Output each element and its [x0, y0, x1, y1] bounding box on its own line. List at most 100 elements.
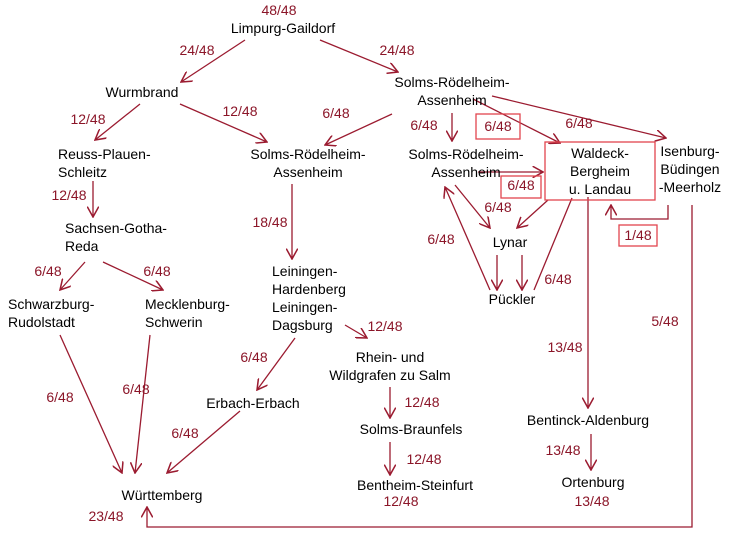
edge-arrow: [611, 205, 669, 220]
node-line: Hardenberg: [272, 281, 346, 297]
edge-label: 6/48: [122, 381, 149, 397]
edge-arrow: [325, 113, 393, 145]
node-sachsen: Sachsen-Gotha- Reda: [65, 220, 167, 254]
node-line: Büdingen: [660, 161, 719, 177]
node-solms1: Solms-Rödelheim-Assenheim: [394, 74, 509, 108]
node-pueckler: Pückler: [489, 291, 536, 307]
edge-arrow: [135, 334, 151, 473]
node-line: Solms-Braunfels: [360, 421, 463, 437]
edge-arrow: [181, 39, 246, 82]
node-line: Leiningen-: [272, 299, 338, 315]
node-line: u. Landau: [569, 181, 631, 197]
node-line: Sachsen-Gotha-: [65, 220, 167, 236]
node-solms2: Solms-Rödelheim- Assenheim: [250, 146, 365, 180]
edge-label: 12/48: [70, 111, 105, 127]
node-line: Reuss-Plauen-: [58, 146, 151, 162]
nodes: Limpurg-Gaildorf48/48WurmbrandSolms-Röde…: [8, 2, 721, 524]
edge-arrow: [257, 337, 296, 390]
edge-label: 6/48: [410, 117, 437, 133]
node-solms3: Solms-Rödelheim- Assenheim: [408, 146, 523, 180]
node-line: Bergheim: [570, 163, 630, 179]
node-line: Dagsburg: [272, 317, 333, 333]
node-erbach: Erbach-Erbach: [206, 395, 299, 411]
node-line: Solms-Rödelheim-: [394, 74, 509, 90]
edge-arrow: [102, 261, 163, 290]
node-line: Erbach-Erbach: [206, 395, 299, 411]
edge-arrow: [179, 103, 267, 142]
node-ortenburg: Ortenburg: [561, 474, 624, 490]
edge-arrow: [454, 184, 490, 228]
node-line: Rudolstadt: [8, 314, 75, 330]
edge-arrow: [147, 205, 693, 528]
node-line: Bentheim-Steinfurt: [357, 477, 473, 493]
node-line: Schwerin: [145, 314, 203, 330]
edge-label: 12/48: [367, 318, 402, 334]
edges: [59, 39, 693, 528]
node-line: Assenheim: [273, 164, 342, 180]
node-line: Lynar: [493, 234, 528, 250]
node-wuerttemberg: Württemberg: [122, 487, 203, 503]
node-line: Württemberg: [122, 487, 203, 503]
edge-label: 12/48: [404, 394, 439, 410]
node-line: Solms-Rödelheim-: [250, 146, 365, 162]
node-mecklenburg: Mecklenburg- Schwerin: [145, 296, 230, 330]
node-line: Mecklenburg-: [145, 296, 230, 312]
node-share: 12/48: [383, 493, 418, 509]
edge-label: 12/48: [406, 451, 441, 467]
edge-label: 6/48: [507, 177, 534, 193]
node-solmsbr: Solms-Braunfels: [360, 421, 463, 437]
edge-arrow: [59, 334, 122, 473]
edge-arrow: [95, 103, 141, 140]
edge-arrow: [517, 199, 549, 228]
edge-label: 18/48: [252, 214, 287, 230]
edge-label: 6/48: [322, 105, 349, 121]
edge-label: 6/48: [427, 231, 454, 247]
edge-label: 12/48: [51, 187, 86, 203]
node-share: 23/48: [88, 508, 123, 524]
edge-label: 6/48: [143, 263, 170, 279]
edge-arrow: [167, 410, 241, 473]
edge-line: [533, 197, 573, 291]
edge-label: 6/48: [240, 349, 267, 365]
node-line: Limpurg-Gaildorf: [231, 20, 335, 36]
node-lynar: Lynar: [493, 234, 528, 250]
edge-label: 6/48: [484, 118, 511, 134]
node-line: Schleitz: [58, 164, 107, 180]
edge-arrow: [491, 95, 666, 138]
node-waldeck: Waldeck- Bergheim u. Landau: [569, 145, 631, 197]
node-line: Wurmbrand: [106, 84, 179, 100]
node-bentheim: Bentheim-Steinfurt: [357, 477, 473, 493]
node-schwarzburg: Schwarzburg-Rudolstadt: [8, 296, 95, 330]
label-highlight-box: [618, 224, 658, 247]
edge-label: 13/48: [545, 442, 580, 458]
edge-arrow: [472, 98, 560, 143]
node-line: Ortenburg: [561, 474, 624, 490]
node-line: Rhein- und: [356, 349, 425, 365]
node-line: Wildgrafen zu Salm: [329, 367, 450, 383]
node-bentinck: Bentinck-Aldenburg: [527, 412, 649, 428]
node-line: Pückler: [489, 291, 536, 307]
edge-label: 6/48: [484, 199, 511, 215]
node-line: Reda: [65, 238, 99, 254]
edge-arrow: [445, 187, 491, 291]
edge-arrow: [319, 39, 398, 72]
node-line: Solms-Rödelheim-: [408, 146, 523, 162]
node-share: 13/48: [574, 493, 609, 509]
node-line: Waldeck-: [571, 145, 629, 161]
edge-arrow: [60, 261, 86, 290]
node-reuss: Reuss-Plauen- Schleitz: [58, 146, 151, 180]
node-line: Leiningen-: [272, 263, 338, 279]
node-limpurg: Limpurg-Gaildorf: [231, 20, 335, 36]
node-share: 48/48: [261, 2, 296, 18]
edge-label: 12/48: [222, 103, 257, 119]
edge-label: 6/48: [171, 425, 198, 441]
node-isenburg: Isenburg-Büdingen-Meerholz: [659, 143, 721, 195]
edge-label: 6/48: [46, 389, 73, 405]
edge-label: 24/48: [179, 42, 214, 58]
node-wurmbrand: Wurmbrand: [106, 84, 179, 100]
node-line: Assenheim: [431, 164, 500, 180]
edge-label: 13/48: [547, 339, 582, 355]
